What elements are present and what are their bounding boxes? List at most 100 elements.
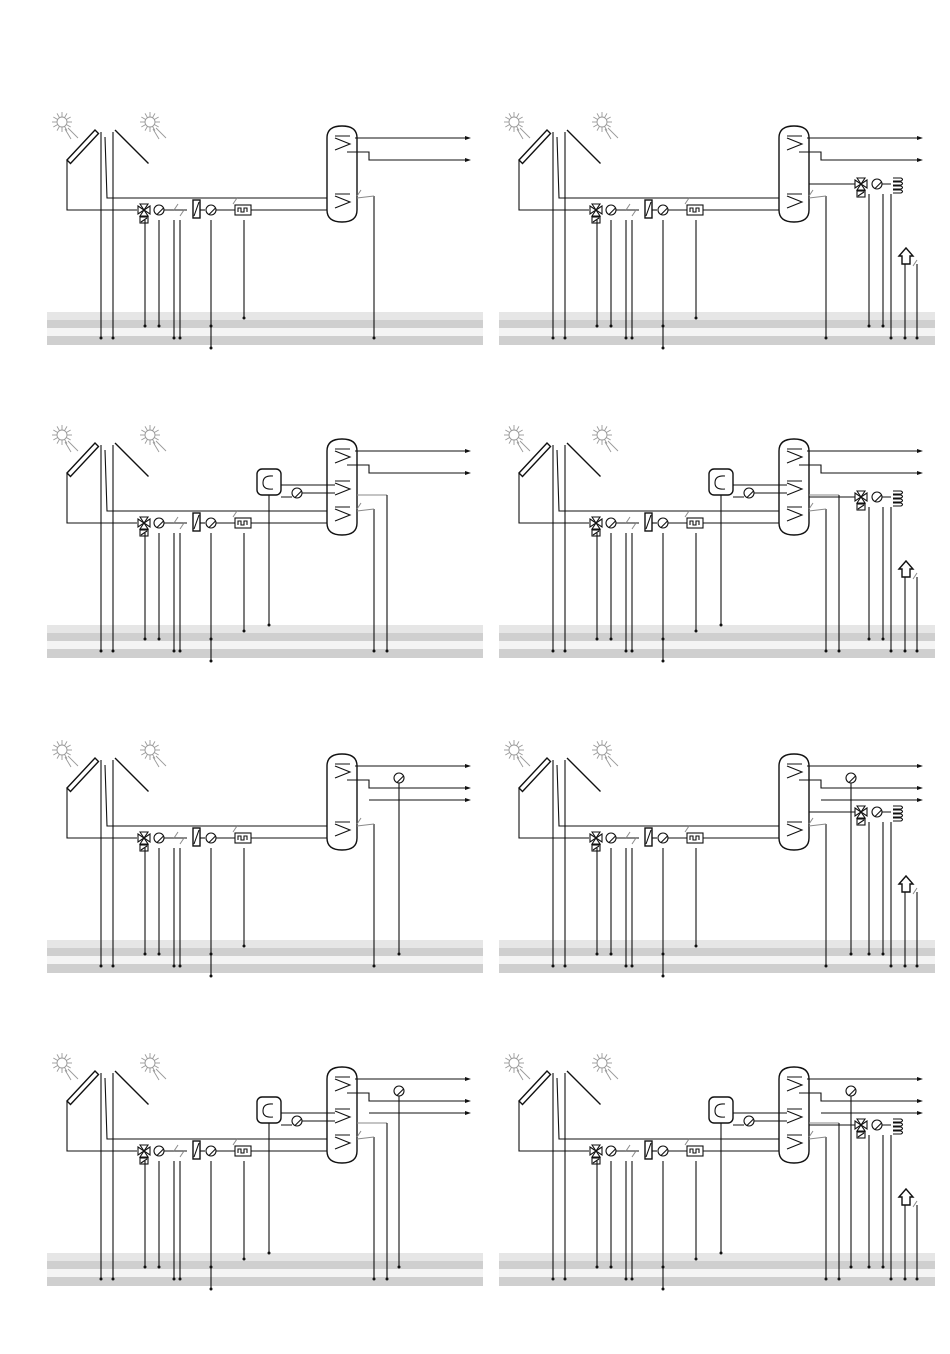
valve-port (140, 210, 148, 216)
pump-body (872, 1120, 882, 1130)
sun-ray (593, 117, 597, 120)
sensor-tip (233, 198, 237, 204)
terminal-dot (112, 965, 115, 968)
heating-coil (787, 136, 802, 150)
terminal-dot (695, 945, 698, 948)
outlet-arrow (465, 786, 471, 790)
sensor-icon (233, 511, 237, 517)
sun-ray (57, 754, 60, 758)
terminal-dot (112, 337, 115, 340)
terminal-dot (916, 337, 919, 340)
scheme-g-drawing (47, 1053, 483, 1298)
collector-icon (115, 758, 149, 792)
sun-ray (141, 438, 145, 441)
collector-panel (67, 1071, 99, 1105)
sun-ray (517, 1054, 520, 1058)
pump-icon (658, 205, 668, 215)
collector-panel (115, 443, 149, 477)
terminal-dot (373, 337, 376, 340)
actuator-mark (593, 846, 599, 850)
sun-disc (57, 1058, 67, 1068)
terminal-dot (868, 953, 871, 956)
radiator-fin (893, 818, 903, 821)
sun-icon (140, 425, 166, 452)
terminal-dot (695, 317, 698, 320)
collector-icon (519, 758, 551, 792)
sun-ray (53, 125, 57, 128)
heating-coil (335, 764, 350, 778)
sensor-tip (913, 888, 917, 894)
sun-ray (518, 745, 522, 748)
terminal-dot (100, 965, 103, 968)
mixing-valve-icon (138, 1145, 150, 1164)
collector-icon (115, 130, 149, 164)
terminal-dot (373, 1278, 376, 1281)
flow-meter-body (235, 205, 251, 215)
sun-ray (593, 1058, 597, 1061)
house-outline (899, 248, 913, 264)
flow-meter-body (235, 518, 251, 528)
terminal-dot (173, 650, 176, 653)
heat-exchanger-icon (193, 200, 200, 218)
terminal-dot (210, 660, 213, 663)
terminal-dot (386, 1278, 389, 1281)
tank-sensor-line (809, 824, 826, 826)
collector-return-pipe (67, 160, 137, 210)
mixing-valve-icon (138, 832, 150, 851)
heating-coil (787, 1135, 802, 1149)
exchanger-plate (194, 830, 199, 844)
actuator-mark (593, 1159, 599, 1163)
sun-ray (66, 1058, 70, 1061)
pump-body (872, 492, 882, 502)
valve-port (144, 206, 150, 214)
pump-icon (394, 773, 404, 783)
sensor-tip (180, 1151, 184, 1157)
outlet-arrow (465, 764, 471, 768)
house-icon (899, 561, 913, 577)
boiler-icon (709, 1097, 733, 1123)
scheme-d (499, 425, 935, 670)
pump-body (658, 833, 668, 843)
radiator-fin (893, 810, 903, 813)
sensor-icon (180, 838, 184, 844)
collector-return-pipe (67, 473, 137, 523)
collector-panel (67, 130, 99, 164)
valve-port (861, 1121, 867, 1129)
sun-ray (509, 741, 512, 745)
scheme-h (499, 1053, 935, 1298)
collector-panel (519, 1071, 551, 1105)
pump-icon (846, 1086, 856, 1096)
outlet-arrow (917, 786, 923, 790)
sun-ray (66, 1066, 70, 1069)
pump-body (606, 1146, 616, 1156)
sensor-tip (174, 832, 178, 838)
pump-body (206, 518, 216, 528)
scheme-f (499, 740, 935, 985)
sun-ray (145, 741, 148, 745)
sun-ray (606, 430, 610, 433)
sensor-tip (174, 1145, 178, 1151)
sun-ray (65, 741, 68, 745)
pump-icon (872, 807, 882, 817)
mixing-valve-icon (855, 491, 867, 510)
terminal-band (499, 1269, 935, 1277)
sensor-tip (913, 1201, 917, 1207)
pump-icon (658, 1146, 668, 1156)
terminal-band (499, 312, 935, 320)
terminal-dot (373, 965, 376, 968)
sun-ray (505, 438, 509, 441)
sun-icon (592, 425, 618, 452)
outlet-arrow (917, 764, 923, 768)
terminal-dot (904, 965, 907, 968)
sun-ray (66, 438, 70, 441)
actuator-mark (141, 218, 147, 222)
radiator-fin (893, 1131, 903, 1134)
sun-ray (154, 1066, 158, 1069)
sun-disc (145, 117, 155, 127)
house-icon (899, 1189, 913, 1205)
boiler-flame (263, 1104, 273, 1117)
collector-flow-pipe (557, 1078, 779, 1139)
sun-ray (141, 753, 145, 756)
pump-icon (606, 205, 616, 215)
sun-ray (66, 117, 70, 120)
